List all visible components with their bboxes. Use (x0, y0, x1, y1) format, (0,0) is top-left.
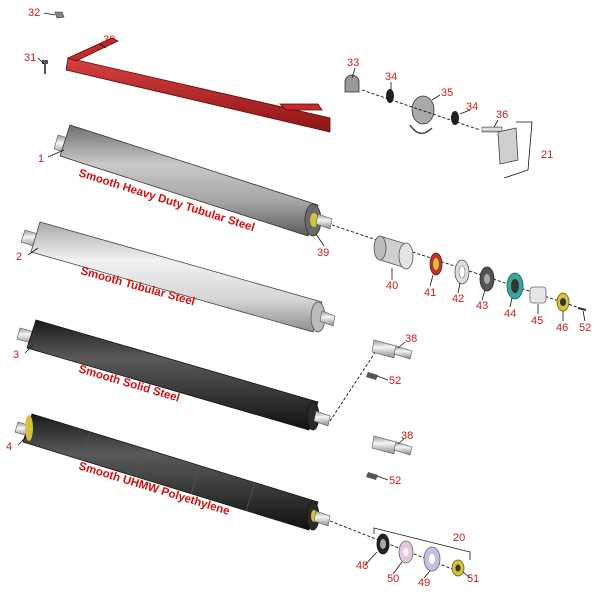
callout-21: 21 (541, 149, 553, 161)
callout-46: 46 (556, 322, 568, 334)
callout-33: 33 (347, 57, 359, 69)
callout-30: 30 (103, 34, 115, 46)
callout-36: 36 (496, 109, 508, 121)
callout-52-middle: 52 (389, 375, 401, 387)
callout-38-lower: 38 (401, 430, 413, 442)
seal-group (329, 520, 471, 577)
callout-4: 4 (6, 441, 12, 453)
stub-shaft-row-3 (329, 339, 413, 422)
callout-42: 42 (452, 293, 464, 305)
callout-32: 32 (28, 7, 40, 19)
callout-49: 49 (418, 577, 430, 589)
callout-3: 3 (13, 349, 19, 361)
callout-43: 43 (476, 300, 488, 312)
callout-44: 44 (504, 308, 516, 320)
frame-bar (65, 37, 331, 133)
callout-48: 48 (356, 560, 368, 572)
callout-52-upper: 52 (579, 322, 591, 334)
callout-34-lower: 34 (466, 101, 478, 113)
roller-3 (16, 319, 331, 431)
callout-45: 45 (531, 315, 543, 327)
callout-52-lower: 52 (389, 475, 401, 487)
callout-34-upper: 34 (385, 71, 397, 83)
callout-50: 50 (387, 573, 399, 585)
callout-31: 31 (24, 52, 36, 64)
roller-2 (20, 221, 336, 333)
callout-20: 20 (453, 532, 465, 544)
callout-2: 2 (16, 251, 22, 263)
bearing-stack (331, 224, 587, 312)
nut-32 (54, 11, 65, 19)
bracket-assembly (344, 74, 533, 179)
stub-shaft-row-4 (366, 435, 413, 480)
callout-35: 35 (441, 87, 453, 99)
callout-40: 40 (386, 280, 398, 292)
callout-41: 41 (424, 287, 436, 299)
callout-39: 39 (317, 247, 329, 259)
callout-38-upper: 38 (405, 333, 417, 345)
roller-4 (14, 413, 331, 531)
leader-lines (17, 12, 586, 579)
roller-1 (53, 124, 333, 237)
callout-51: 51 (467, 573, 479, 585)
callout-1: 1 (38, 153, 44, 165)
bolt-31 (42, 60, 48, 74)
callout-numbers: 1 2 3 4 20 21 30 31 32 33 34 35 34 36 39… (6, 7, 591, 589)
